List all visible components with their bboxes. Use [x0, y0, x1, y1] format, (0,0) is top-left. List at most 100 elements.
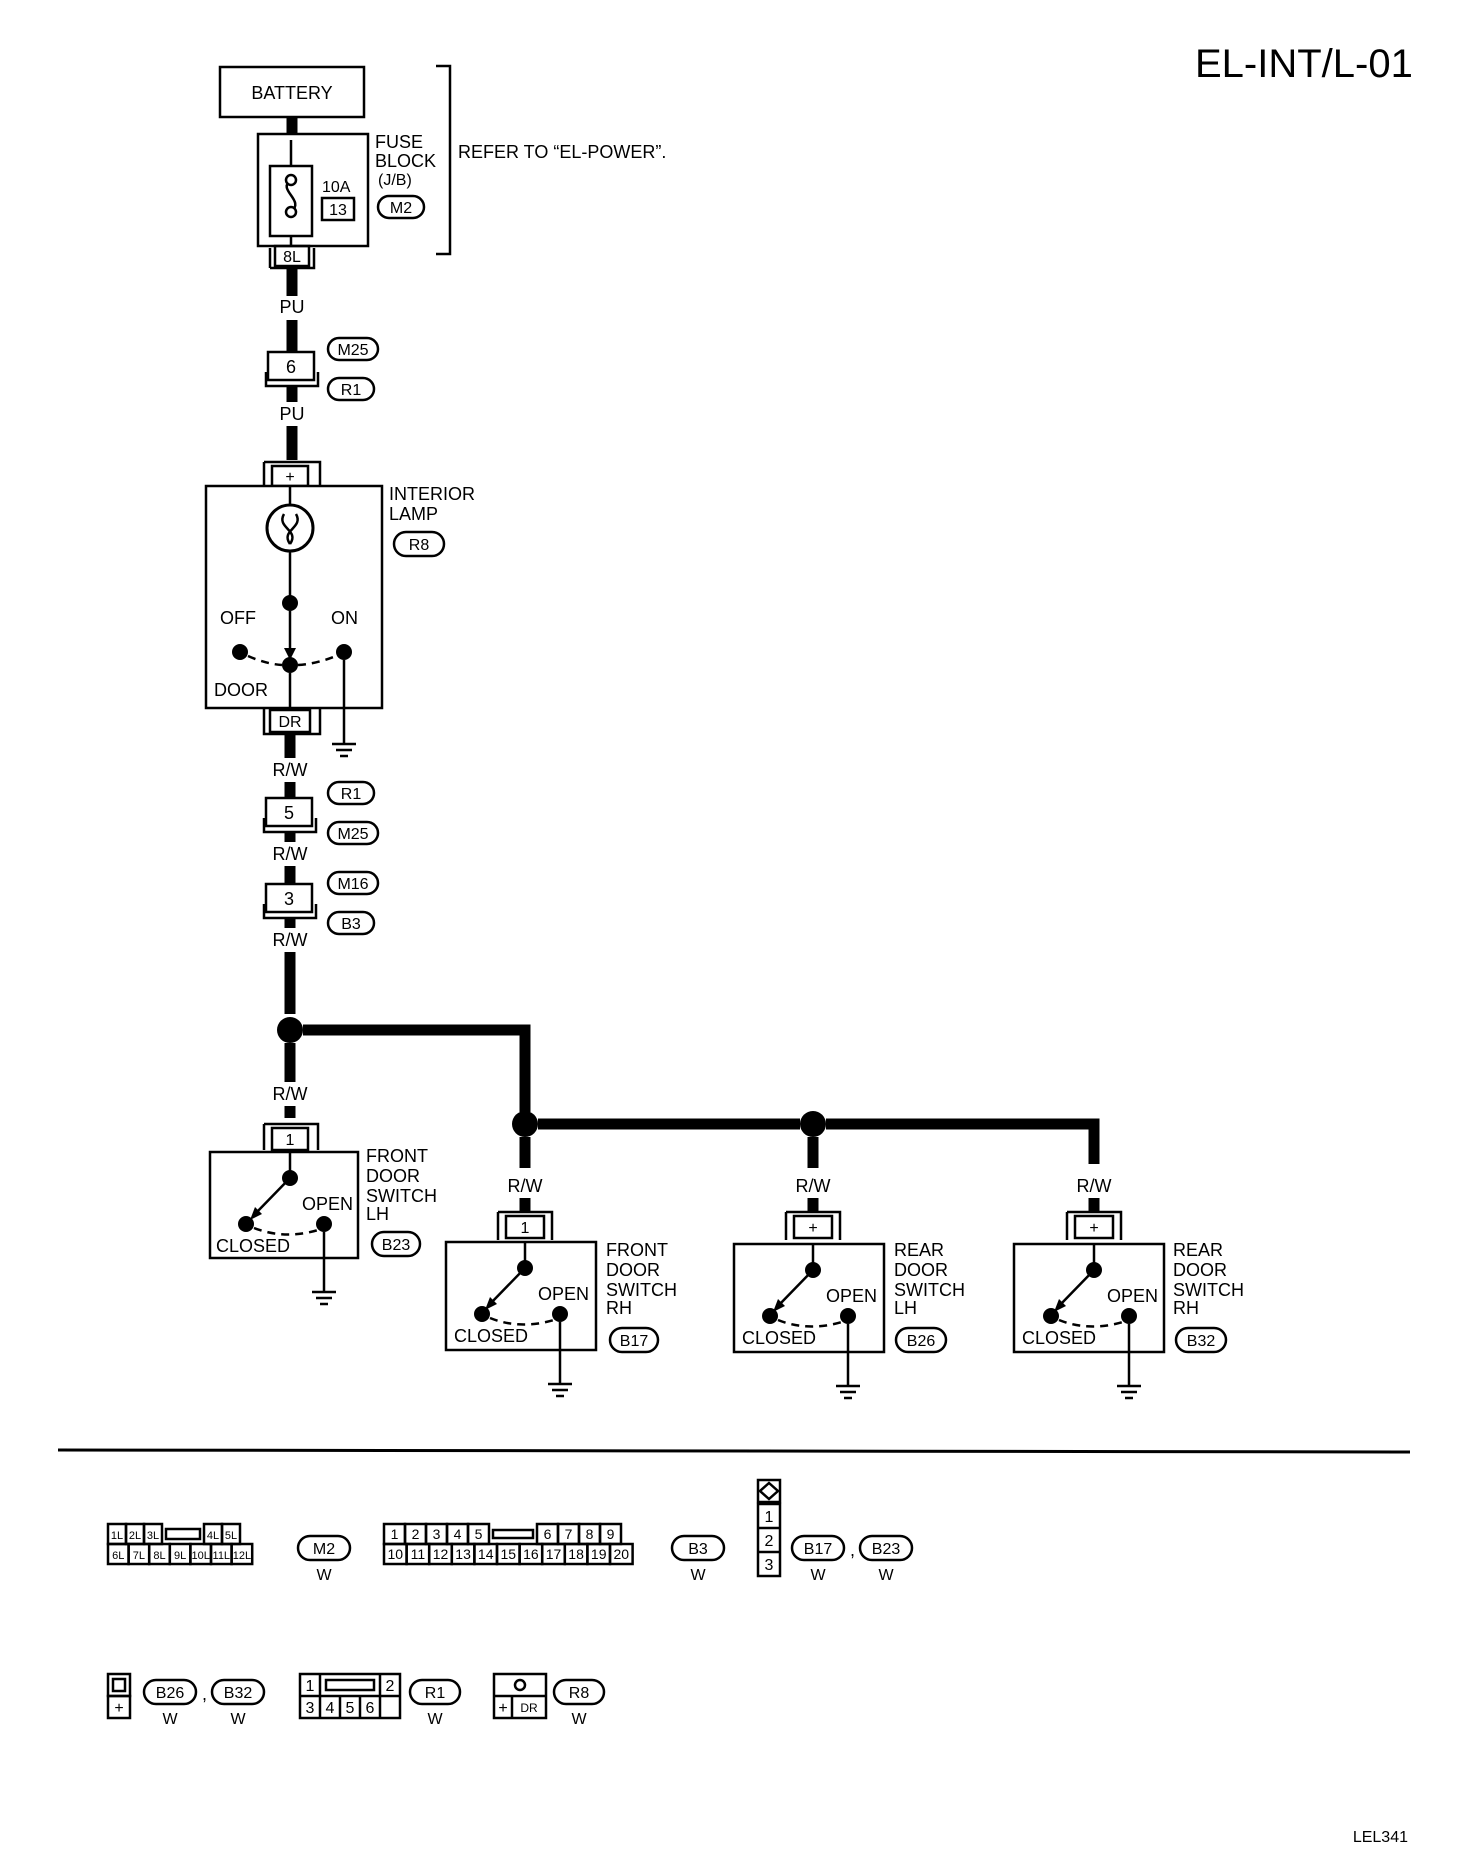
r1-pin-5: 5: [346, 1700, 355, 1717]
rear-lh-terminal: +: [808, 1220, 817, 1237]
r1-pin-2: 2: [386, 1678, 395, 1695]
front-lh-ground-icon: [312, 1290, 336, 1306]
rear-rh-closed-label: CLOSED: [1022, 1328, 1096, 1348]
m2-color: W: [316, 1567, 332, 1584]
b3-pin-11: 11: [411, 1546, 426, 1562]
front-rh-open-label: OPEN: [538, 1284, 589, 1304]
connector-view-r8: + DR R8 W: [492, 1672, 606, 1728]
joint-2-top-connector: R1: [341, 786, 362, 803]
b17-color: W: [810, 1567, 826, 1584]
b3-pin-14: 14: [478, 1546, 494, 1562]
front-rh-title-1: FRONT: [606, 1240, 668, 1260]
rear-lh-ground-icon: [836, 1384, 860, 1400]
b32-label: B32: [224, 1685, 253, 1702]
connector-view-b26-b32: + B26 , B32 W W: [106, 1672, 266, 1728]
b17-pin-2: 2: [765, 1533, 774, 1550]
separator-comma: ,: [850, 1540, 855, 1560]
r1-pin-6: 6: [366, 1700, 375, 1717]
b3-label: B3: [688, 1541, 708, 1558]
wire-color-rw-4: R/W: [273, 1084, 308, 1104]
front-lh-open-label: OPEN: [302, 1194, 353, 1214]
m2-lock-icon: [164, 1527, 202, 1541]
b3-pin-16: 16: [523, 1546, 539, 1562]
r1-pin-3: 3: [306, 1700, 315, 1717]
fuse-rating: 10A: [322, 179, 351, 196]
fuse-block-terminal: 8L: [268, 244, 316, 270]
b3-pin-4: 4: [454, 1526, 462, 1542]
refer-note: REFER TO “EL-POWER”.: [458, 142, 666, 162]
section-divider: [57, 1448, 1411, 1454]
battery-label: BATTERY: [251, 83, 332, 103]
b32-color: W: [230, 1711, 246, 1728]
m2-label: M2: [313, 1541, 335, 1558]
refer-bracket: [436, 64, 452, 256]
fuse-block-connector: M2: [390, 200, 412, 217]
splice-3: [800, 1111, 826, 1137]
rear-lh-title-3: SWITCH: [894, 1280, 965, 1300]
rear-rh-title-4: RH: [1173, 1298, 1199, 1318]
rear-lh-open-label: OPEN: [826, 1286, 877, 1306]
b26-label: B26: [156, 1685, 185, 1702]
front-lh-closed-label: CLOSED: [216, 1236, 290, 1256]
front-rh-title-4: RH: [606, 1298, 632, 1318]
splice-1: [277, 1017, 303, 1043]
b3-pin-6: 6: [544, 1526, 552, 1542]
rear-door-switch-lh: + OPEN CLOSED REAR DOOR SWITCH LH B26: [732, 1210, 965, 1400]
m2-pin-4l: 4L: [207, 1530, 219, 1542]
battery: BATTERY: [218, 65, 366, 119]
m2-pin-12l: 12L: [233, 1550, 251, 1562]
b23-label: B23: [872, 1541, 901, 1558]
b3-pin-17: 17: [546, 1546, 562, 1562]
b26-pin-plus: +: [114, 1700, 123, 1717]
front-rh-title-2: DOOR: [606, 1260, 660, 1280]
joint-connector-1: 6 M25 R1: [264, 336, 380, 402]
front-lh-terminal: 1: [286, 1132, 295, 1149]
fuse-block-title-3: (J/B): [378, 172, 412, 189]
lamp-door-label: DOOR: [214, 680, 268, 700]
rear-rh-ground-icon: [1117, 1384, 1141, 1400]
lamp-ground-icon: [332, 742, 356, 758]
fuse-block-title-1: FUSE: [375, 132, 423, 152]
joint-3-bottom-connector: B3: [341, 916, 361, 933]
b3-pin-10: 10: [388, 1546, 404, 1562]
front-lh-title-2: DOOR: [366, 1166, 420, 1186]
b3-pin-2: 2: [412, 1526, 420, 1542]
m2-pin-1l: 1L: [111, 1530, 123, 1542]
interior-lamp-connector: R8: [409, 537, 430, 554]
b3-pin-13: 13: [455, 1546, 471, 1562]
rear-rh-title-2: DOOR: [1173, 1260, 1227, 1280]
b3-lock-icon: [491, 1528, 535, 1540]
b3-pin-12: 12: [433, 1546, 449, 1562]
front-lh-connector: B23: [382, 1237, 411, 1254]
interior-lamp-title-1: INTERIOR: [389, 484, 475, 504]
r8-color: W: [571, 1711, 587, 1728]
rear-lh-title-2: DOOR: [894, 1260, 948, 1280]
rear-rh-connector: B32: [1187, 1333, 1216, 1350]
lamp-on-label: ON: [331, 608, 358, 628]
wire-color-rw-2: R/W: [273, 844, 308, 864]
b3-pin-5: 5: [475, 1526, 483, 1542]
b3-pin-20: 20: [614, 1546, 630, 1562]
r1-pin-1: 1: [306, 1678, 315, 1695]
interior-lamp: + OFF ON DOOR INTERIOR LAMP R8 DR: [204, 460, 475, 758]
wire-color-pu-2: PU: [279, 404, 304, 424]
connector-view-b17-b23: 1 2 3 B17 , B23 W W: [756, 1478, 914, 1584]
b3-pin-15: 15: [501, 1546, 517, 1562]
front-door-switch-lh: 1 OPEN CLOSED FRONT DOOR SWITCH LH B23: [208, 1122, 437, 1306]
b3-pin-8: 8: [586, 1526, 594, 1542]
b26-color: W: [162, 1711, 178, 1728]
front-lh-title-1: FRONT: [366, 1146, 428, 1166]
m2-pin-8l: 8L: [153, 1550, 165, 1562]
terminal-8l: 8L: [283, 249, 301, 266]
b23-color: W: [878, 1567, 894, 1584]
b3-pin-3: 3: [433, 1526, 441, 1542]
lamp-dr-terminal: DR: [278, 714, 301, 731]
m2-pin-10l: 10L: [192, 1550, 210, 1562]
m2-pin-3l: 3L: [147, 1530, 159, 1542]
wire-color-rw-6: R/W: [796, 1176, 831, 1196]
b17-label: B17: [804, 1541, 833, 1558]
r1-color: W: [427, 1711, 443, 1728]
front-rh-terminal: 1: [521, 1220, 530, 1237]
